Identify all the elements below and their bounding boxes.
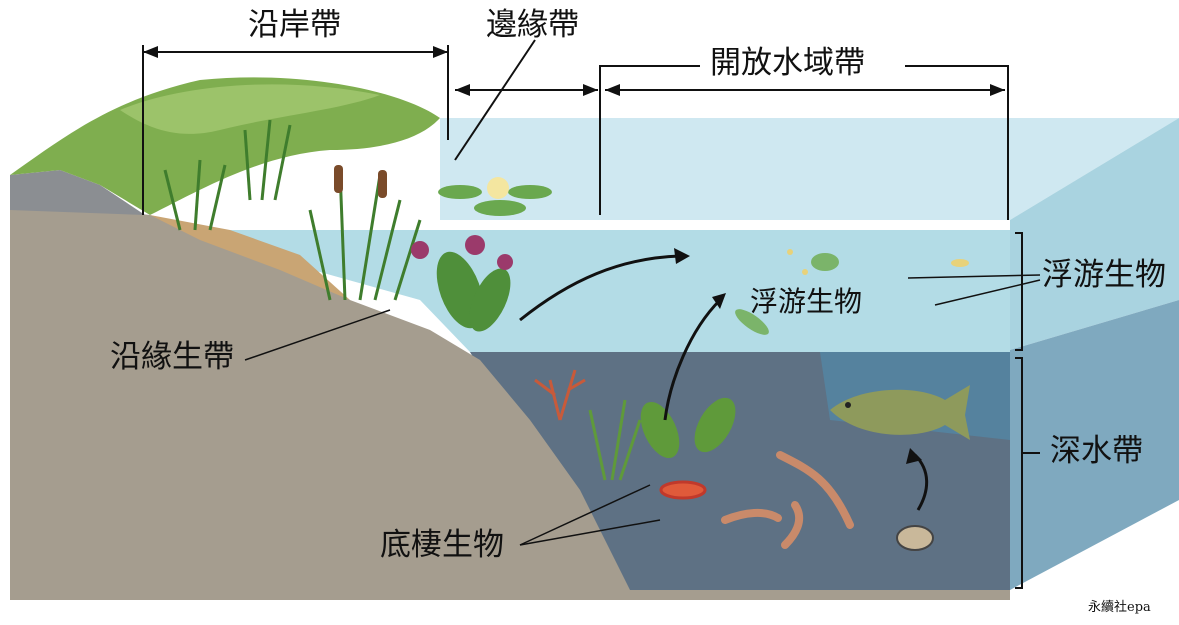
- littoral-zone-label: 沿岸帶: [248, 10, 341, 41]
- credit-text: 永續社epa: [1088, 601, 1151, 614]
- deep-zone-label: 深水帶: [1050, 436, 1143, 467]
- open-water-zone-label: 開放水域帶: [710, 48, 865, 79]
- crayfish: [661, 482, 705, 498]
- plankton-right-label: 浮游生物: [1042, 260, 1166, 291]
- benthos-label: 底棲生物: [380, 530, 504, 561]
- water-insect: [897, 526, 933, 550]
- marginal-plants-label: 沿緣生帶: [110, 342, 234, 373]
- edge-zone-label: 邊緣帶: [486, 10, 579, 41]
- water-lily: [487, 177, 509, 199]
- plankton-center-label: 浮游生物: [750, 288, 862, 316]
